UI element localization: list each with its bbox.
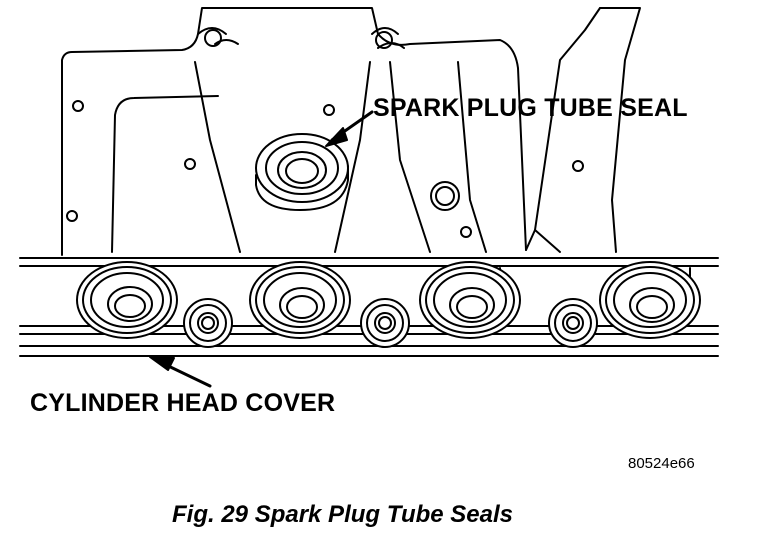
seal-pointer-arrow — [326, 112, 372, 146]
seated-seal-4 — [600, 262, 700, 338]
seated-seal-1 — [77, 262, 177, 338]
figure-code: 80524e66 — [628, 455, 695, 472]
spark-plug-tube-seal-label: SPARK PLUG TUBE SEAL — [373, 94, 688, 122]
spark-plug-tube-seal-detail — [256, 134, 348, 210]
seated-tube-seals — [77, 262, 700, 338]
cover-casting-outline — [62, 8, 640, 255]
bolt-holes — [67, 101, 583, 237]
figure-caption: Fig. 29 Spark Plug Tube Seals — [172, 501, 514, 528]
cover-bolt-bosses — [184, 299, 597, 347]
seated-seal-3 — [420, 262, 520, 338]
seated-seal-2 — [250, 262, 350, 338]
cylinder-head-cover-label: CYLINDER HEAD COVER — [30, 389, 336, 417]
cover-pointer-arrow — [150, 357, 210, 386]
